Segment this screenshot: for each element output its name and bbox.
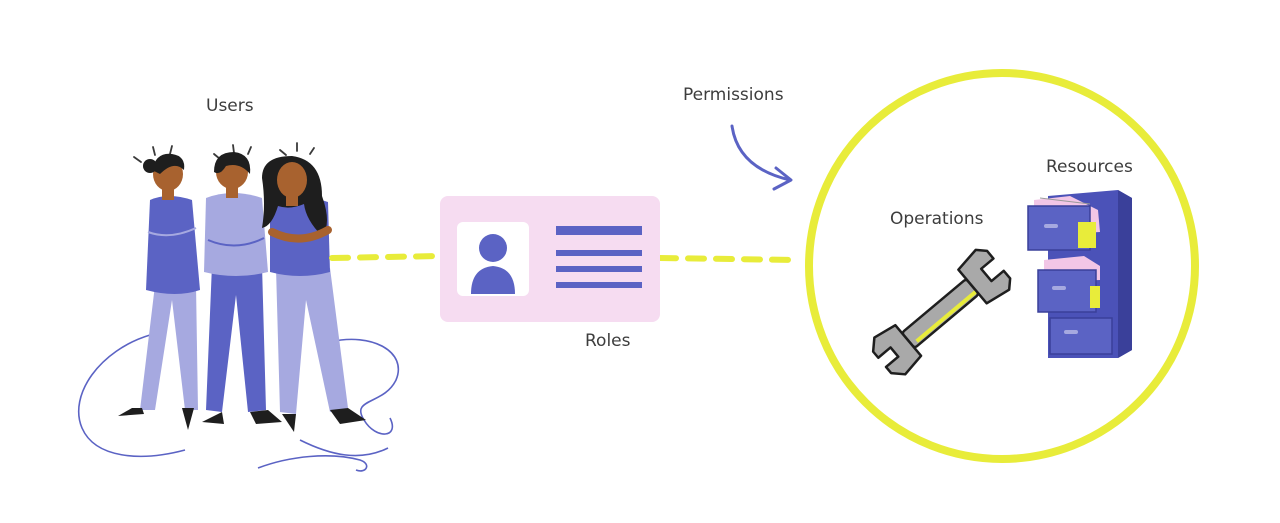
id-card-icon xyxy=(440,196,660,322)
user-figure-2 xyxy=(202,152,282,424)
swirl-right xyxy=(299,338,399,457)
users-group-icon xyxy=(118,142,366,432)
users-label: Users xyxy=(206,96,254,116)
wrench-icon xyxy=(871,248,1012,376)
permissions-circle xyxy=(805,69,1199,463)
permissions-arrow-icon xyxy=(730,124,793,191)
connector-users-roles xyxy=(329,253,443,261)
resources-label: Resources xyxy=(1046,157,1133,177)
user-figure-1 xyxy=(118,153,200,430)
roles-label: Roles xyxy=(585,331,631,351)
swirl-left xyxy=(77,334,186,458)
operations-label: Operations xyxy=(890,209,984,229)
permissions-label: Permissions xyxy=(683,85,784,105)
connector-roles-permissions xyxy=(657,255,801,263)
user-figure-3 xyxy=(262,156,366,432)
filing-cabinet-icon xyxy=(1027,190,1132,358)
swirl-bottom xyxy=(257,455,368,472)
